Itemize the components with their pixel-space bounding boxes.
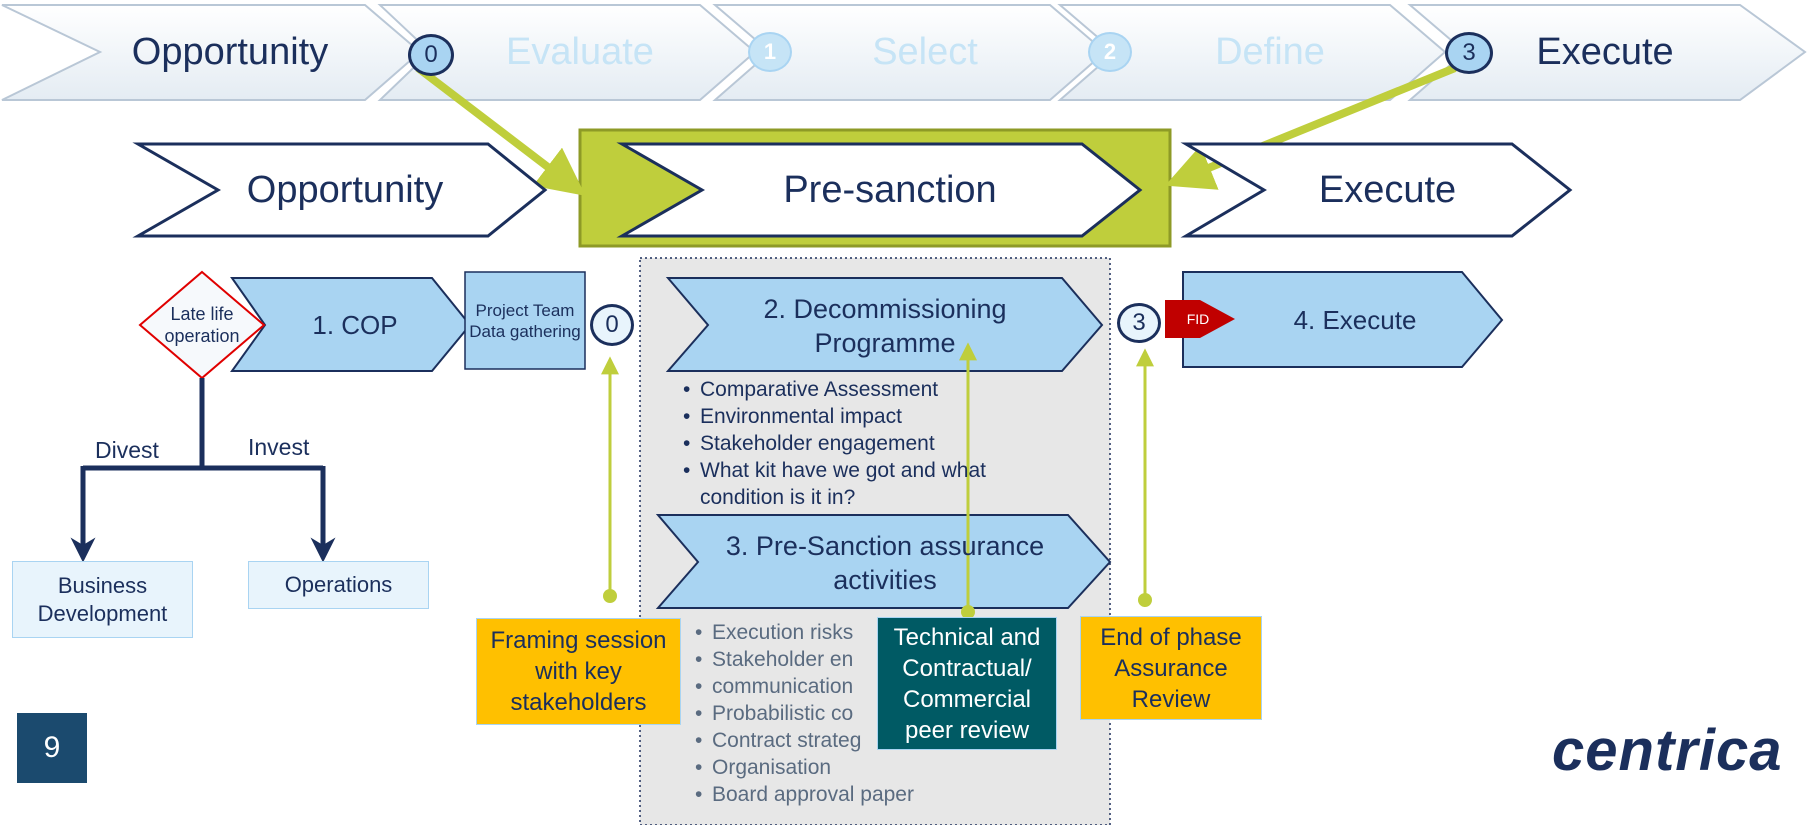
cop-label: 1. COP [312, 309, 398, 340]
slide-number: 9 [17, 713, 87, 783]
gate-0-circle: 0 [408, 34, 454, 76]
operations-box: Operations [248, 561, 429, 609]
project-team-box-shape [464, 271, 586, 370]
execute-step-label: 4. Execute [1293, 304, 1417, 335]
decom-label: 2. Decommissioning Programme [763, 294, 1007, 358]
end-of-phase-callout: End of phase Assurance Review [1080, 616, 1262, 720]
centrica-logo: centrica [1552, 717, 1783, 783]
decom-bullet: Comparative Assessment [683, 376, 1043, 403]
project-team-label: Project Team Data gathering [469, 300, 581, 341]
top-chevron-opportunity [1, 4, 422, 101]
top-label-select: Select [872, 31, 978, 73]
connector-gate0-to-presanction [415, 64, 586, 196]
assurance-bullet-list: Execution risks Stakeholder en communica… [695, 619, 955, 808]
framing-session-callout: Framing session with key stakeholders [476, 618, 681, 725]
top-label-evaluate: Evaluate [506, 31, 654, 73]
mid-chevron-opportunity [132, 142, 548, 238]
divest-label: Divest [95, 436, 159, 463]
mid-chevron-presanction [616, 142, 1143, 238]
top-label-execute: Execute [1536, 31, 1674, 73]
business-development-box: Business Development [12, 561, 193, 638]
technical-review-callout: Technical and Contractual/ Commercial pe… [877, 617, 1057, 750]
gate-2-circle: 2 [1088, 32, 1132, 72]
fid-label: FID [1186, 311, 1210, 327]
presanction-assurance-label: 3. Pre-Sanction assurance activities [725, 531, 1045, 595]
late-life-label: Late life operation [164, 304, 240, 346]
decom-chevron-shape [665, 277, 1104, 372]
mid-label-execute: Execute [1318, 168, 1457, 211]
decom-bullet: What kit have we got and what condition … [683, 457, 1043, 511]
gate-0-step-circle: 0 [590, 304, 634, 346]
decision-tree [70, 378, 336, 563]
assurance-bullet: Contract strateg [695, 727, 955, 754]
assurance-bullet: Board approval paper [695, 781, 955, 808]
mid-label-presanction: Pre-sanction [783, 168, 997, 211]
end-phase-pointer [1136, 348, 1154, 607]
mid-chevron-execute [1180, 142, 1573, 238]
assurance-bullet: Probabilistic co [695, 700, 955, 727]
mid-label-opportunity: Opportunity [246, 168, 444, 211]
presanction-assurance-chevron-shape [655, 514, 1112, 609]
decom-bullet-list: Comparative Assessment Environmental imp… [683, 376, 1043, 511]
decom-bullet: Stakeholder engagement [683, 430, 1043, 457]
top-label-define: Define [1215, 31, 1325, 73]
assurance-bullet: Execution risks [695, 619, 955, 646]
gate-1-circle: 1 [748, 32, 792, 72]
gate-3-step-circle: 3 [1117, 303, 1161, 343]
assurance-bullet: Organisation [695, 754, 955, 781]
gate-3-circle: 3 [1445, 32, 1493, 74]
decom-bullet: Environmental impact [683, 403, 1043, 430]
framing-pointer [601, 356, 619, 603]
assurance-bullet: communication [695, 673, 955, 700]
assurance-bullet: Stakeholder en [695, 646, 955, 673]
execute-step-chevron-shape [1182, 271, 1504, 368]
invest-label: Invest [248, 433, 310, 460]
top-label-opportunity: Opportunity [131, 31, 329, 73]
fid-diamond-shape [1165, 300, 1235, 338]
